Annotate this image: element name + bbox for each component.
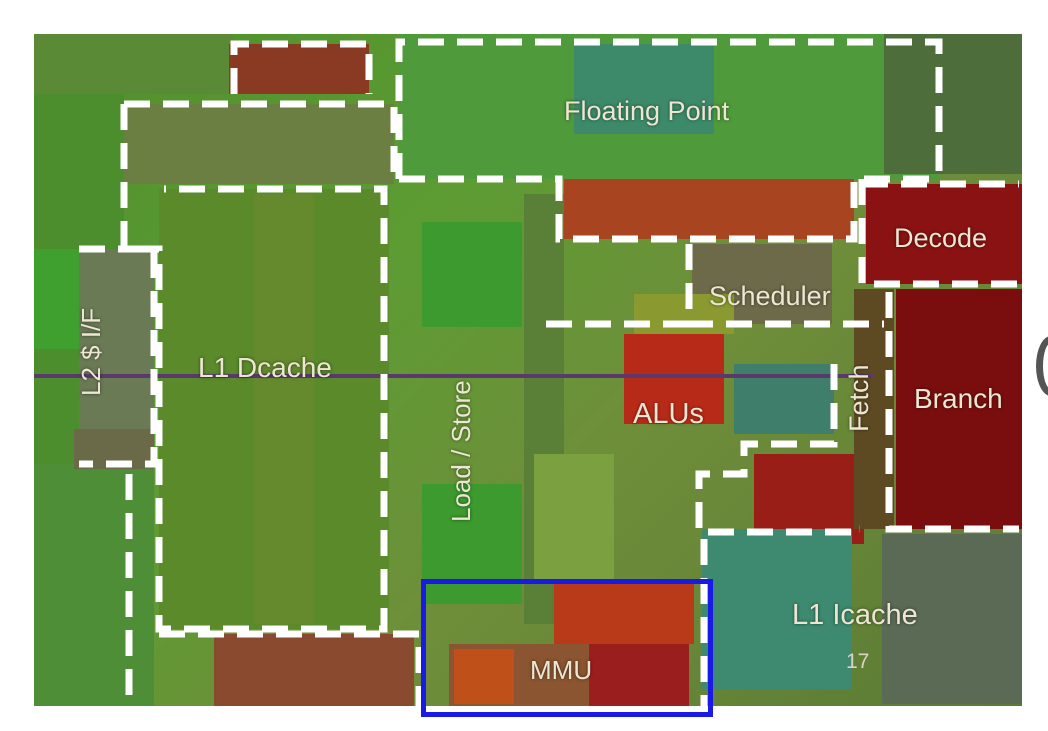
die-floorplan-graphic: [34, 34, 1022, 706]
cropped-glyph-right-edge: [1036, 336, 1048, 396]
block-label-branch: Branch: [914, 383, 1003, 414]
block-label-load-store: Load / Store: [446, 380, 476, 522]
block-label-scheduler: Scheduler: [709, 281, 831, 311]
block-label-fetch: Fetch: [844, 364, 874, 432]
block-label-floating-point: Floating Point: [564, 96, 730, 126]
block-label-l1-icache: L1 Icache: [792, 599, 918, 631]
block-label-mmu: MMU: [530, 655, 593, 685]
block-label-decode: Decode: [894, 223, 988, 253]
die-photo: Floating Point Decode Scheduler L2 $ I/F…: [34, 34, 1022, 706]
block-label-l1-dcache: L1 Dcache: [198, 352, 332, 383]
slide-number: 17: [846, 650, 870, 673]
mmu-highlight-box: [421, 579, 713, 717]
block-label-l2-if: L2 $ I/F: [76, 307, 106, 396]
block-label-alus: ALUs: [633, 398, 704, 430]
